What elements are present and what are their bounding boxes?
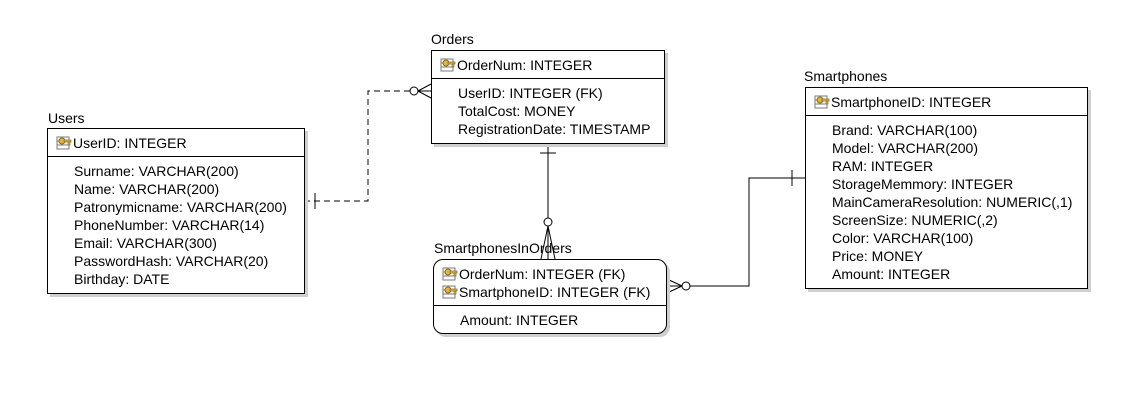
entity-smartphones-attr: StorageMemmory: INTEGER [832,176,1014,192]
rel-smartphones-smartphonesinorders [666,170,805,294]
entity-users-pk-row: UserID: INTEGER [56,134,298,152]
entity-users-attr: Birthday: DATE [74,271,170,287]
entity-smartphones-attr: Model: VARCHAR(200) [832,140,979,156]
entity-users[interactable]: UserID: INTEGER Surname: VARCHAR(200) Na… [47,128,305,294]
entity-smartphones-attr: Brand: VARCHAR(100) [832,122,978,138]
rel-smartphones-sio-crowfoot [666,278,683,294]
entity-users-attr: Surname: VARCHAR(200) [74,163,239,179]
entity-smartphones[interactable]: SmartphoneID: INTEGER Brand: VARCHAR(100… [805,87,1088,289]
entity-orders-pk-row: OrderNum: INTEGER [440,56,658,74]
entity-smartphones-attr: Price: MONEY [832,248,924,264]
rel-users-orders-zero-circle [409,86,419,96]
rel-smartphones-sio-zero-circle [681,281,691,291]
entity-sio-pk-1: SmartphoneID: INTEGER (FK) [459,284,651,300]
entity-users-attr: PhoneNumber: VARCHAR(14) [74,217,265,233]
key-table-icon [442,284,458,300]
entity-orders-pk-0: OrderNum: INTEGER [457,57,593,73]
entity-title-smartphonesinorders: SmartphonesInOrders [434,240,572,256]
entity-orders-attr: TotalCost: MONEY [458,103,576,119]
entity-sio-attr: Amount: INTEGER [460,312,579,328]
entity-smartphones-attr-section: Brand: VARCHAR(100) Model: VARCHAR(200) … [806,116,1087,287]
entity-users-pk-section: UserID: INTEGER [48,129,304,157]
entity-users-attr: Email: VARCHAR(300) [74,235,217,251]
entity-smartphones-attr: MainCameraResolution: NUMERIC(,1) [832,194,1073,210]
entity-orders-pk-section: OrderNum: INTEGER [432,51,664,79]
key-table-icon [56,135,72,151]
entity-smartphonesinorders[interactable]: OrderNum: INTEGER (FK) SmartphoneID: INT… [433,259,667,334]
rel-users-orders [304,83,432,209]
entity-sio-pk-row: OrderNum: INTEGER (FK) [442,265,660,283]
rel-users-orders-line [304,90,431,202]
entity-sio-attr-section: Amount: INTEGER [434,306,666,333]
entity-smartphones-attr: Color: VARCHAR(100) [832,230,974,246]
rel-orders-smartphonesinorders [540,144,556,260]
entity-smartphones-attr: RAM: INTEGER [832,158,934,174]
entity-sio-pk-row: SmartphoneID: INTEGER (FK) [442,283,660,301]
entity-orders-attr: RegistrationDate: TIMESTAMP [458,121,651,137]
entity-users-attr: Name: VARCHAR(200) [74,181,220,197]
rel-users-orders-crowfoot [417,83,432,99]
entity-orders-attr-section: UserID: INTEGER (FK) TotalCost: MONEY Re… [432,79,664,142]
entity-title-smartphones: Smartphones [804,68,888,84]
entity-smartphones-pk-0: SmartphoneID: INTEGER [831,94,992,110]
entity-users-attr-section: Surname: VARCHAR(200) Name: VARCHAR(200)… [48,157,304,292]
entity-smartphones-pk-section: SmartphoneID: INTEGER [806,88,1087,116]
entity-orders[interactable]: OrderNum: INTEGER UserID: INTEGER (FK) T… [431,50,665,144]
entity-title-orders: Orders [431,31,474,47]
key-table-icon [814,94,830,110]
entity-users-attr: Patronymicname: VARCHAR(200) [74,199,287,215]
rel-orders-sio-crowfoot [540,225,556,260]
key-table-icon [442,266,458,282]
entity-smartphones-attr: Amount: INTEGER [832,266,951,282]
entity-users-pk-0: UserID: INTEGER [73,135,187,151]
entity-users-attr: PasswordHash: VARCHAR(20) [74,253,269,269]
entity-title-users: Users [48,110,85,126]
entity-smartphones-attr: ScreenSize: NUMERIC(,2) [832,212,998,228]
rel-orders-sio-zero-circle [543,217,553,227]
entity-smartphones-pk-row: SmartphoneID: INTEGER [814,93,1081,111]
key-table-icon [440,57,456,73]
rel-smartphones-sio-line [667,177,805,287]
entity-sio-pk-0: OrderNum: INTEGER (FK) [459,266,626,282]
entity-sio-pk-section: OrderNum: INTEGER (FK) SmartphoneID: INT… [434,260,666,306]
entity-orders-attr: UserID: INTEGER (FK) [458,85,603,101]
